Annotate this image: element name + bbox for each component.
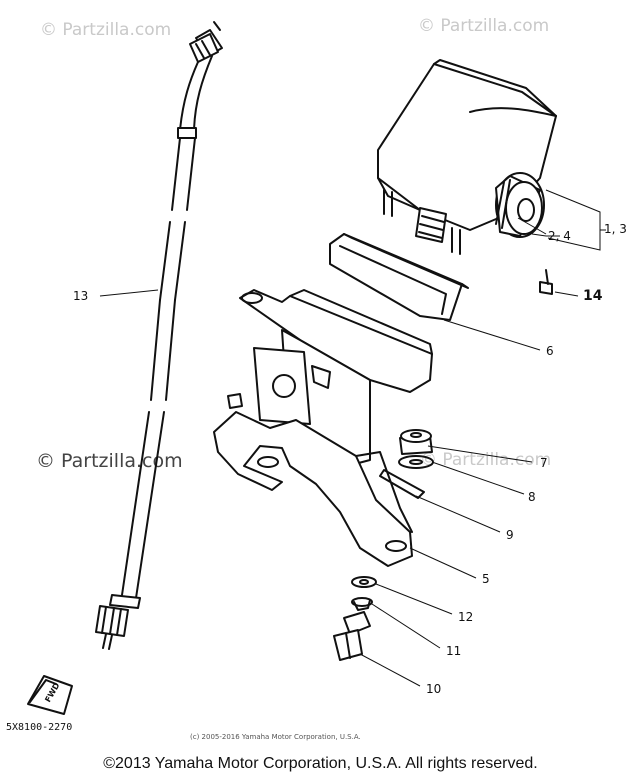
washer-12 <box>351 576 377 588</box>
callout-2-4: 2, 4 <box>548 229 571 243</box>
diagram-code: 5X8100-2270 <box>6 722 73 733</box>
watermark-middle-left: © Partzilla.com <box>36 450 183 472</box>
callout-8: 8 <box>528 490 536 504</box>
watermark-middle-right: © Partzilla.com <box>420 450 552 470</box>
callout-14: 14 <box>583 288 603 304</box>
clip-9 <box>379 469 425 499</box>
watermark-top-right: © Partzilla.com <box>418 16 550 36</box>
lock-washer-11 <box>351 597 373 611</box>
callout-6: 6 <box>546 344 554 358</box>
callout-1-3: 1, 3 <box>604 222 627 236</box>
washer-8 <box>398 455 434 469</box>
small-copyright: (c) 2005-2016 Yamaha Motor Corporation, … <box>190 733 361 741</box>
watermark-top-left: © Partzilla.com <box>40 20 172 40</box>
callout-7: 7 <box>540 456 548 470</box>
callout-10: 10 <box>426 682 442 696</box>
callout-5: 5 <box>482 572 490 586</box>
bolt-10 <box>333 611 371 661</box>
meter-cover <box>329 233 469 321</box>
speedometer-assembly <box>377 59 557 255</box>
grommet-7 <box>399 429 433 455</box>
leader-lines <box>99 189 606 687</box>
meter-bracket <box>213 289 433 567</box>
callout-11: 11 <box>446 644 462 658</box>
callout-9: 9 <box>506 528 514 542</box>
speedometer-cable <box>95 21 223 650</box>
callout-12: 12 <box>458 610 474 624</box>
screw-14 <box>539 269 553 295</box>
fwd-arrow-icon <box>27 675 73 715</box>
footer-copyright: ©2013 Yamaha Motor Corporation, U.S.A. A… <box>103 755 538 772</box>
callout-13: 13 <box>73 289 89 303</box>
